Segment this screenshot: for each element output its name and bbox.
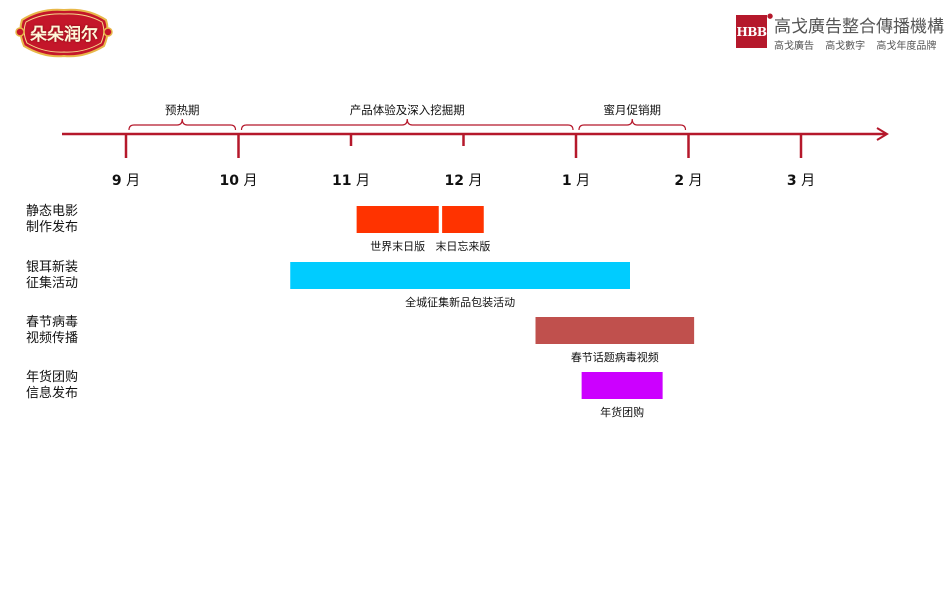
bar-caption: 年货团购 [600,406,645,419]
month-label: 3 月 [786,173,816,189]
month-label: 12 月 [444,173,483,189]
bar-caption: 全城征集新品包装活动 [405,296,516,309]
activity-bar [581,372,663,399]
month-label: 10 月 [219,173,258,189]
agency-name: 高戈廣告整合傳播機構 [774,17,944,37]
agency-sub-item: 高戈年度品牌 [876,41,937,52]
month-label: 2 月 [674,173,703,189]
activity-bar [356,206,439,233]
phase-label: 蜜月促销期 [603,103,662,117]
bar-caption: 末日忘来版 [435,240,491,253]
row-label: 年货团购信息发布 [26,370,79,401]
month-label: 11 月 [332,173,370,189]
brand-logo-text: 朵朵润尔 [30,24,98,45]
registered-mark-icon: ● [767,12,774,20]
row-label: 银耳新装征集活动 [26,260,79,291]
agency-sub-item: 高戈數字 [825,41,866,52]
phase-label: 预热期 [165,103,200,117]
brand-logo [15,8,113,58]
month-label: 1 月 [561,173,591,189]
bar-caption: 世界末日版 [370,240,426,253]
axis-arrow-icon [876,127,889,141]
activity-bar [442,206,484,233]
month-label: 9 月 [111,173,141,189]
phase-brace [578,118,687,131]
activity-bar [290,262,630,289]
phase-label: 产品体验及深入挖掘期 [349,103,465,117]
agency-subsidiaries: 高戈廣告 高戈數字 高戈年度品牌 [774,37,936,52]
bar-caption: 春节话题病毒视频 [570,351,659,364]
agency-sub-item: 高戈廣告 [774,41,814,52]
phase-brace [128,118,237,131]
phase-brace [240,118,574,131]
row-label: 静态电影制作发布 [26,204,79,235]
row-label: 春节病毒视频传播 [26,315,79,346]
activity-bar [535,317,695,344]
agency-logo-mark: HBB [736,15,767,48]
